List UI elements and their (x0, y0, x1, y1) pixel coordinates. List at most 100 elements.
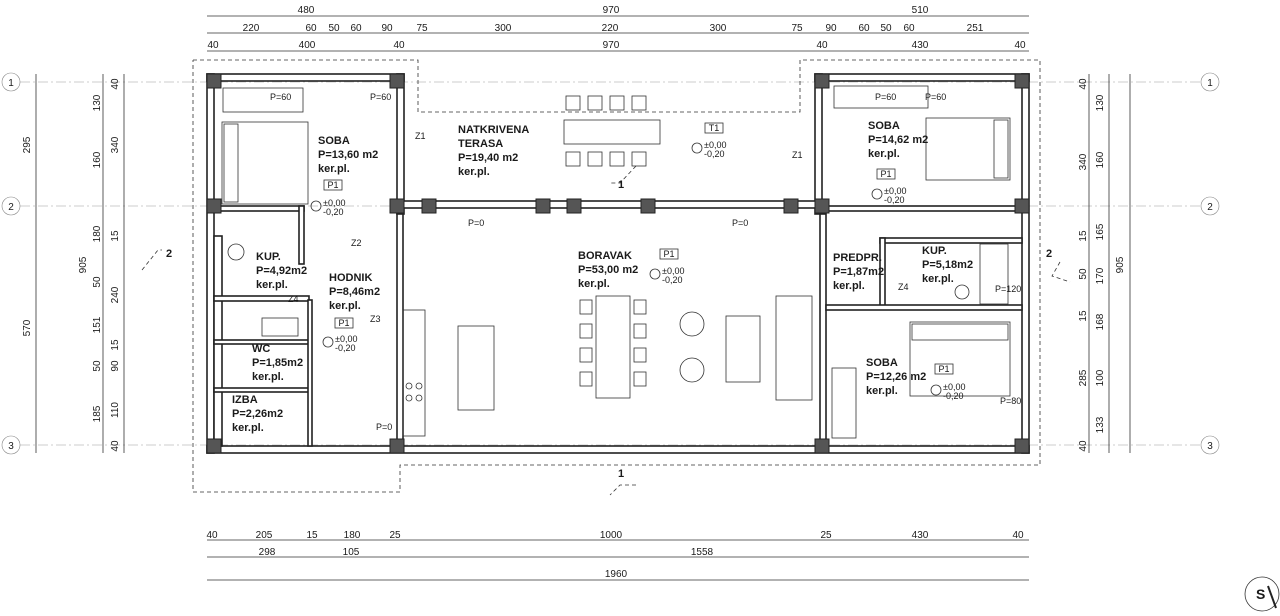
axis-marker-left-2: 2 (1, 196, 21, 216)
svg-text:165: 165 (1095, 223, 1106, 240)
svg-text:15: 15 (306, 530, 318, 541)
svg-text:P=0: P=0 (376, 422, 392, 432)
svg-text:WC: WC (252, 343, 270, 355)
room-soba-1: SOBA P=13,60 m2 ker.pl. (318, 135, 378, 175)
svg-text:75: 75 (791, 23, 803, 34)
svg-text:40: 40 (1078, 440, 1089, 452)
svg-text:340: 340 (110, 136, 121, 153)
svg-text:±0,00: ±0,00 (704, 140, 726, 150)
svg-text:60: 60 (858, 23, 870, 34)
svg-text:±0,00: ±0,00 (943, 382, 965, 392)
svg-text:SOBA: SOBA (868, 120, 900, 132)
svg-text:40: 40 (206, 530, 218, 541)
axis-marker-left-3: 3 (1, 435, 21, 455)
svg-text:151: 151 (92, 316, 103, 333)
svg-text:P=19,40 m2: P=19,40 m2 (458, 152, 518, 164)
svg-text:25: 25 (820, 530, 832, 541)
svg-text:IZBA: IZBA (232, 394, 258, 406)
svg-text:P1: P1 (880, 169, 891, 179)
svg-text:2: 2 (8, 202, 14, 213)
svg-text:-0,20: -0,20 (323, 207, 344, 217)
axis-marker-right-2: 2 (1200, 196, 1220, 216)
svg-text:ker.pl.: ker.pl. (318, 163, 350, 175)
svg-text:15: 15 (110, 230, 121, 242)
dim-top-510: 510 (912, 5, 929, 16)
room-wc: WC P=1,85m2 ker.pl. (252, 343, 303, 383)
svg-text:40: 40 (1012, 530, 1024, 541)
svg-text:P=60: P=60 (925, 92, 946, 102)
room-hodnik: HODNIK P=8,46m2 ker.pl. (329, 272, 380, 312)
svg-text:P=0: P=0 (468, 218, 484, 228)
svg-text:P=5,18m2: P=5,18m2 (922, 259, 973, 271)
svg-text:-0,20: -0,20 (335, 343, 356, 353)
room-soba-3: SOBA P=12,26 m2 ker.pl. (866, 357, 926, 397)
svg-text:130: 130 (1095, 94, 1106, 111)
room-predpr: PREDPR. P=1,87m2 ker.pl. (833, 252, 884, 292)
level-marker-terasa: ±0,00-0,20 (691, 140, 726, 159)
svg-text:1: 1 (8, 78, 14, 89)
svg-text:50: 50 (92, 276, 103, 288)
svg-text:KUP.: KUP. (922, 245, 947, 257)
svg-text:ker.pl.: ker.pl. (833, 280, 865, 292)
svg-text:P=120: P=120 (995, 284, 1021, 294)
axis-marker-right-3: 3 (1200, 435, 1220, 455)
svg-text:P1: P1 (938, 364, 949, 374)
level-markers: ±0,00-0,20 ±0,00-0,20 ±0,00-0,20 ±0,00-0… (310, 140, 965, 401)
level-marker-boravak: ±0,00-0,20 (649, 266, 684, 285)
svg-text:2: 2 (1046, 248, 1052, 260)
svg-text:P1: P1 (327, 180, 338, 190)
svg-text:-0,20: -0,20 (704, 149, 725, 159)
level-marker-soba-2: ±0,00-0,20 (871, 186, 906, 205)
svg-text:160: 160 (1095, 151, 1106, 168)
svg-text:970: 970 (603, 40, 620, 51)
svg-text:NATKRIVENA: NATKRIVENA (458, 124, 529, 136)
svg-text:50: 50 (328, 23, 340, 34)
svg-text:1: 1 (618, 468, 624, 480)
svg-text:KUP.: KUP. (256, 251, 281, 263)
svg-text:15: 15 (1078, 310, 1089, 322)
svg-text:60: 60 (350, 23, 362, 34)
svg-text:100: 100 (1095, 369, 1106, 386)
svg-text:ker.pl.: ker.pl. (868, 148, 900, 160)
svg-text:HODNIK: HODNIK (329, 272, 372, 284)
svg-text:75: 75 (416, 23, 428, 34)
svg-text:1: 1 (1207, 78, 1213, 89)
svg-text:Z4: Z4 (898, 282, 909, 292)
level-marker-soba-3: ±0,00-0,20 (930, 382, 965, 401)
svg-text:2: 2 (166, 248, 172, 260)
svg-text:60: 60 (305, 23, 317, 34)
svg-text:ker.pl.: ker.pl. (256, 279, 288, 291)
svg-text:ker.pl.: ker.pl. (458, 166, 490, 178)
svg-text:40: 40 (393, 40, 405, 51)
svg-text:160: 160 (92, 151, 103, 168)
svg-text:±0,00: ±0,00 (884, 186, 906, 196)
svg-text:15: 15 (1078, 230, 1089, 242)
svg-text:25: 25 (389, 530, 401, 541)
room-soba-2: SOBA P=14,62 m2 ker.pl. (868, 120, 928, 160)
svg-text:40: 40 (1078, 78, 1089, 90)
section-markers: 2 1 1 2 (141, 165, 1071, 496)
svg-text:90: 90 (110, 360, 121, 372)
top-dimensions: 480 970 510 220 60 50 60 90 75 300 220 3… (207, 5, 1029, 52)
svg-text:40: 40 (110, 78, 121, 90)
svg-text:P=8,46m2: P=8,46m2 (329, 286, 380, 298)
svg-text:1000: 1000 (600, 530, 623, 541)
svg-text:905: 905 (78, 256, 89, 273)
svg-text:1960: 1960 (605, 569, 628, 580)
svg-text:1558: 1558 (691, 547, 714, 558)
svg-text:400: 400 (299, 40, 316, 51)
svg-text:90: 90 (825, 23, 837, 34)
svg-text:±0,00: ±0,00 (323, 198, 345, 208)
svg-text:130: 130 (92, 94, 103, 111)
svg-text:P1: P1 (663, 249, 674, 259)
svg-text:180: 180 (92, 225, 103, 242)
svg-text:430: 430 (912, 40, 929, 51)
svg-text:±0,00: ±0,00 (662, 266, 684, 276)
right-dimensions: 905 130 160 165 170 168 100 133 40 340 1… (1078, 74, 1131, 453)
svg-text:TERASA: TERASA (458, 138, 503, 150)
svg-text:P=60: P=60 (875, 92, 896, 102)
svg-text:905: 905 (1115, 256, 1126, 273)
svg-text:50: 50 (1078, 268, 1089, 280)
furniture (221, 85, 1011, 439)
svg-text:40: 40 (207, 40, 219, 51)
